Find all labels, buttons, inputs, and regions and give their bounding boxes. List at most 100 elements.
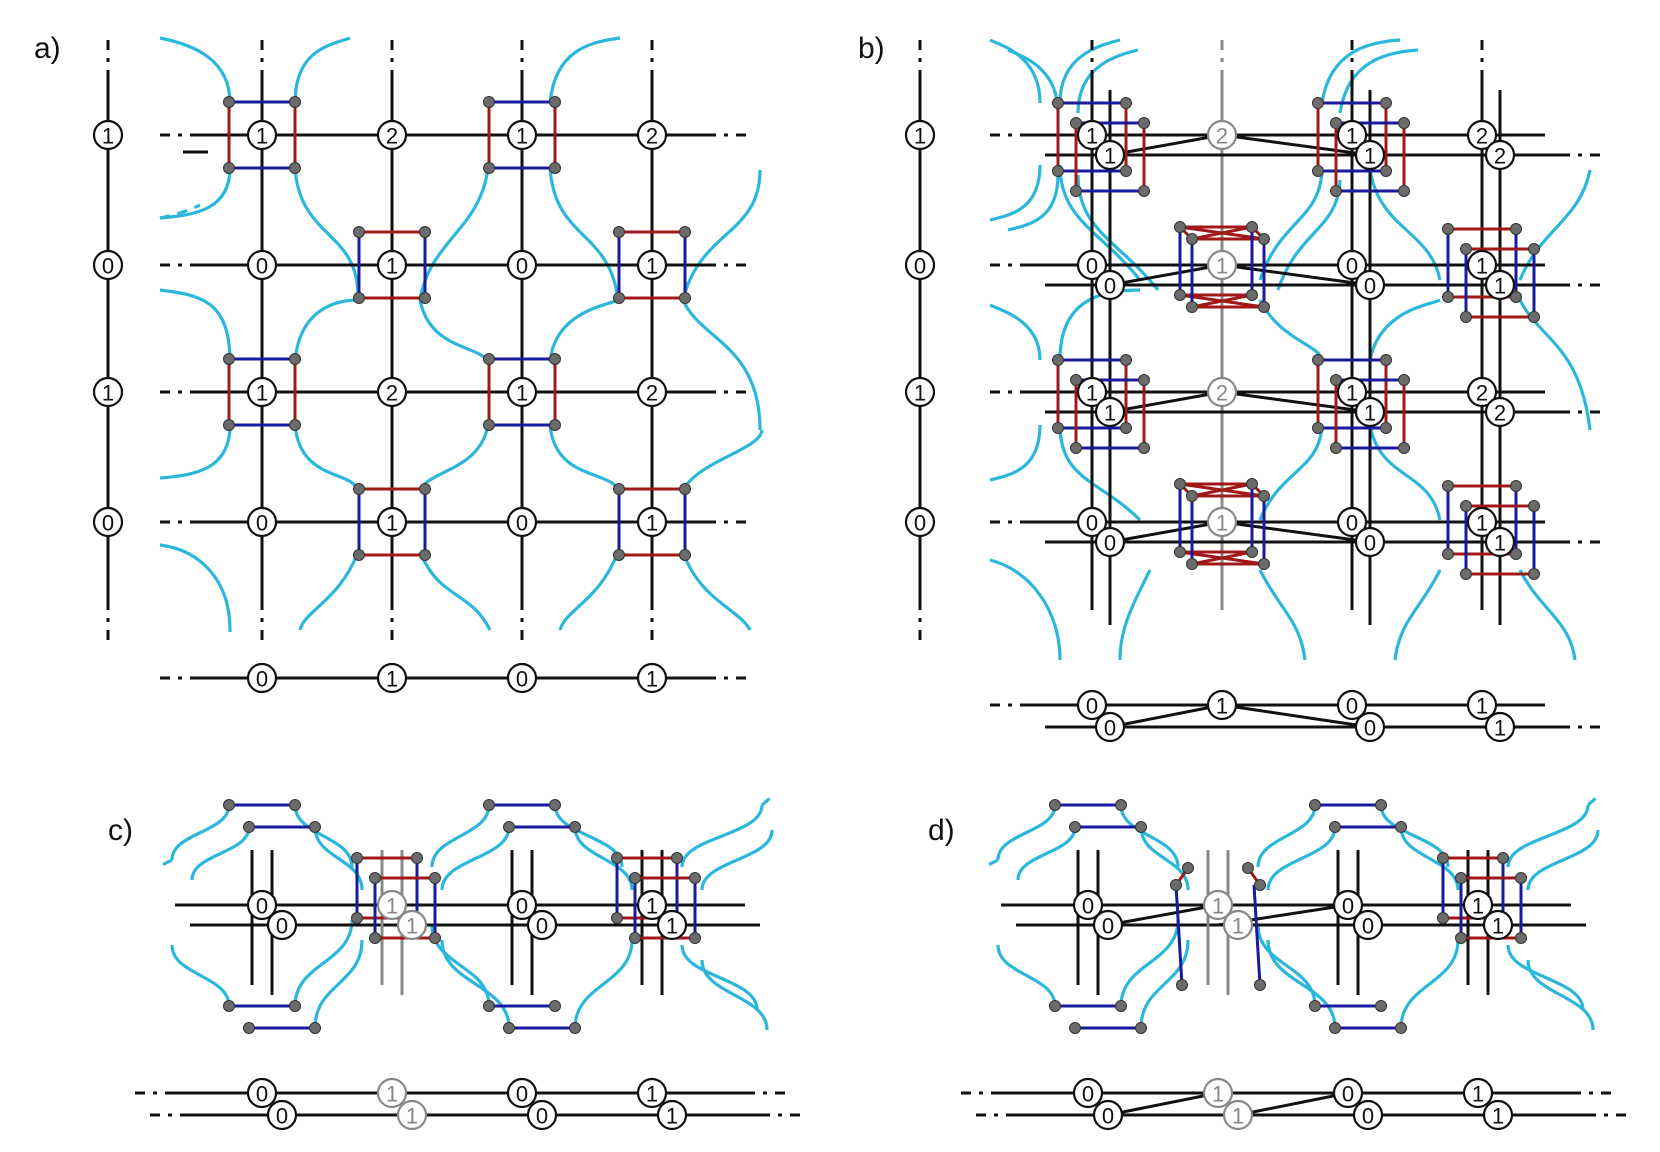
link-dot bbox=[1460, 568, 1472, 580]
cyan-curve bbox=[293, 298, 359, 363]
link-dot bbox=[1455, 932, 1467, 944]
link-dot bbox=[1312, 354, 1324, 366]
link-dot bbox=[679, 226, 691, 238]
lattice-node bbox=[1092, 1099, 1124, 1131]
lattice-node bbox=[1466, 689, 1498, 721]
link-dot bbox=[353, 483, 365, 495]
node-value: 1 bbox=[1494, 531, 1506, 556]
link-dot bbox=[569, 1022, 581, 1034]
lattice-node bbox=[506, 249, 538, 281]
bond-line bbox=[1107, 903, 1219, 927]
node-value: 1 bbox=[914, 124, 926, 149]
bond-line bbox=[1109, 133, 1223, 157]
link-dot bbox=[1138, 185, 1150, 197]
link-dot bbox=[223, 419, 235, 431]
link-dot bbox=[1258, 301, 1270, 313]
node-value: 1 bbox=[646, 667, 658, 692]
lattice-node bbox=[1484, 526, 1516, 558]
lattice-node bbox=[92, 376, 124, 408]
link-dot bbox=[549, 96, 561, 108]
link-dot bbox=[483, 96, 495, 108]
lattice-node bbox=[656, 1099, 688, 1131]
link-dot bbox=[1329, 821, 1341, 833]
lattice-node bbox=[1462, 889, 1494, 921]
node-value: 0 bbox=[102, 254, 114, 279]
node-value: 0 bbox=[256, 254, 268, 279]
lattice-node bbox=[1466, 249, 1498, 281]
lattice-node bbox=[1094, 139, 1126, 171]
red-link bbox=[1191, 225, 1253, 241]
link-dot bbox=[1135, 821, 1147, 833]
node-value: 0 bbox=[1086, 254, 1098, 279]
lattice-node bbox=[396, 1099, 428, 1131]
cyan-curve bbox=[681, 169, 762, 301]
node-value: 2 bbox=[386, 381, 398, 406]
node-value: 1 bbox=[646, 254, 658, 279]
link-dot bbox=[1246, 289, 1258, 301]
lattice-node bbox=[1336, 689, 1368, 721]
node-value: 0 bbox=[1102, 914, 1114, 939]
link-dot bbox=[1442, 548, 1454, 560]
lattice-node bbox=[1354, 526, 1386, 558]
lattice-node bbox=[92, 119, 124, 151]
node-value: 0 bbox=[256, 511, 268, 536]
lattice-node bbox=[376, 249, 408, 281]
cyan-curve bbox=[418, 299, 490, 363]
link-dot bbox=[1510, 223, 1522, 235]
lattice-node bbox=[1482, 909, 1514, 941]
lattice-node bbox=[1336, 506, 1368, 538]
node-value: 2 bbox=[386, 124, 398, 149]
lattice-node bbox=[246, 889, 278, 921]
cyan-curve bbox=[700, 829, 774, 891]
link-dot bbox=[419, 483, 431, 495]
link-dot bbox=[1312, 422, 1324, 434]
blue-link bbox=[1252, 884, 1262, 986]
node-value: 2 bbox=[1476, 381, 1488, 406]
link-dot bbox=[1380, 354, 1392, 366]
node-value: 0 bbox=[1082, 1082, 1094, 1107]
link-dot bbox=[1330, 374, 1342, 386]
link-dot bbox=[549, 1000, 561, 1012]
link-dot bbox=[1330, 185, 1342, 197]
link-dot bbox=[689, 932, 701, 944]
link-dot bbox=[1138, 442, 1150, 454]
node-value: 0 bbox=[536, 914, 548, 939]
lattice-node bbox=[636, 889, 668, 921]
link-dot bbox=[1120, 422, 1132, 434]
cyan-curve bbox=[1256, 924, 1317, 1007]
node-value: 0 bbox=[1104, 716, 1116, 741]
link-dot bbox=[613, 549, 625, 561]
node-value: 1 bbox=[256, 124, 268, 149]
link-dot bbox=[1186, 301, 1198, 313]
link-dot bbox=[679, 549, 691, 561]
link-dot bbox=[1174, 289, 1186, 301]
node-value: 0 bbox=[1342, 894, 1354, 919]
link-dot bbox=[369, 932, 381, 944]
node-value: 0 bbox=[1346, 254, 1358, 279]
bond-line bbox=[1107, 1091, 1219, 1117]
cyan-curve bbox=[1526, 959, 1595, 1031]
link-dot bbox=[1170, 879, 1182, 891]
cyan-curve bbox=[558, 551, 620, 631]
link-dot bbox=[1254, 879, 1266, 891]
link-dot bbox=[549, 799, 561, 811]
cyan-curve bbox=[1139, 826, 1190, 891]
node-value: 1 bbox=[1364, 401, 1376, 426]
lattice-node bbox=[1072, 1077, 1104, 1109]
node-value: 0 bbox=[516, 1082, 528, 1107]
panel-label-c: c) bbox=[108, 814, 133, 847]
lattice-node bbox=[266, 909, 298, 941]
lattice-node bbox=[656, 909, 688, 941]
node-value: 2 bbox=[1216, 381, 1228, 406]
node-value: 1 bbox=[1216, 254, 1228, 279]
lattice-node bbox=[506, 119, 538, 151]
link-dot bbox=[289, 353, 301, 365]
node-value: 0 bbox=[1082, 894, 1094, 919]
cyan-curve bbox=[1139, 939, 1190, 1029]
link-dot bbox=[629, 872, 641, 884]
lattice-node bbox=[1206, 119, 1238, 151]
lattice-node bbox=[1484, 139, 1516, 171]
link-dot bbox=[351, 912, 363, 924]
link-dot bbox=[351, 852, 363, 864]
